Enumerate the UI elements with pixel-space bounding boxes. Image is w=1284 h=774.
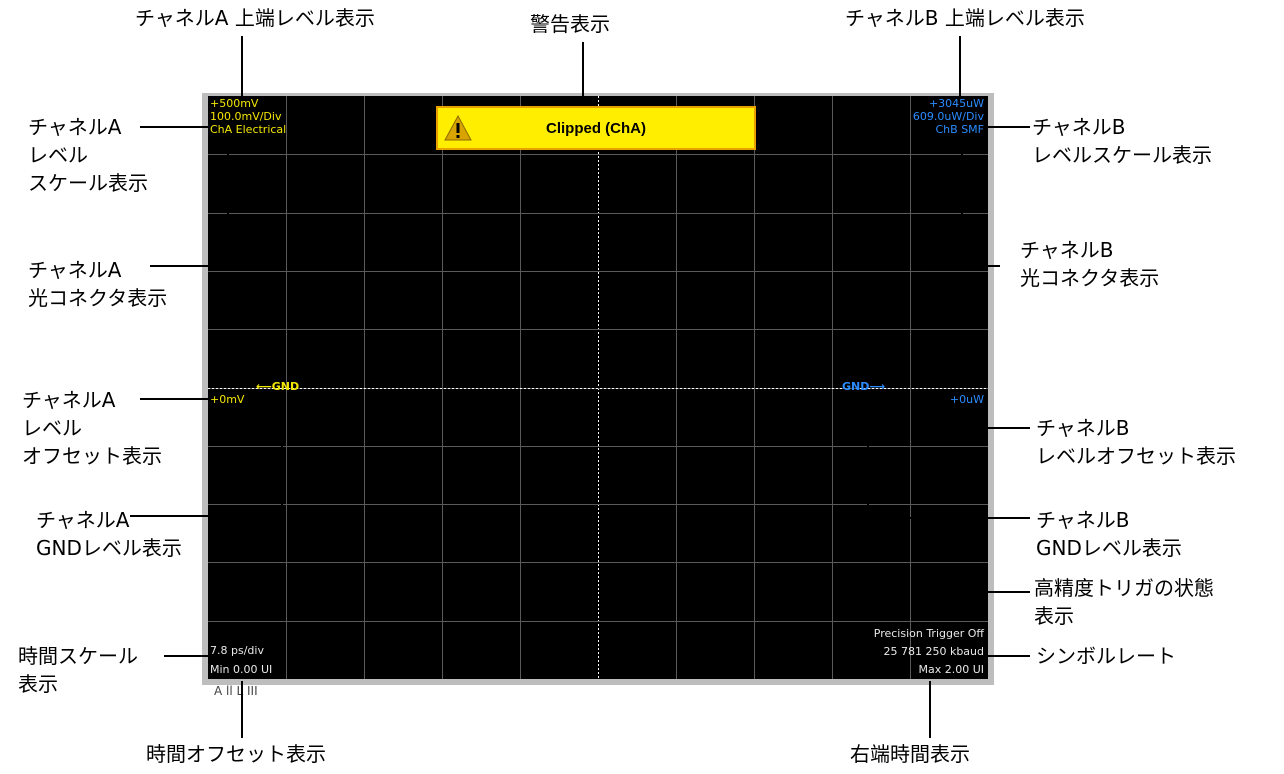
ch-b-scale: 609.0uW/Div: [912, 110, 984, 123]
waveform-screen: +500mV 100.0mV/Div ChA Electrical +0mV ⟵…: [208, 96, 988, 679]
callout-time-offset: 時間オフセット表示: [146, 742, 326, 766]
warning-banner: Clipped (ChA): [436, 106, 756, 150]
ch-b-top-level: +3045uW: [928, 97, 984, 110]
callout-warning: 警告表示: [530, 12, 610, 36]
ch-b-gnd-marker: GND⟶: [842, 380, 885, 393]
arrow-left-icon: ⟵: [256, 380, 272, 393]
callout-time-scale: 時間スケール表示: [18, 644, 138, 696]
right-end-time: Max 2.00 UI: [918, 663, 984, 676]
ch-a-top-level: +500mV: [210, 97, 259, 110]
ch-a-gnd-marker: ⟵GND: [256, 380, 299, 393]
callout-ch-b-top-level: チャネルB 上端レベル表示: [845, 6, 1085, 30]
callout-precision-trigger: 高精度トリガの状態表示: [1034, 576, 1214, 628]
time-offset: Min 0.00 UI: [210, 663, 273, 676]
ch-b-connector: ChB SMF: [935, 123, 985, 136]
warning-text: Clipped (ChA): [546, 120, 646, 137]
ch-a-gnd-label: GND: [271, 380, 300, 393]
ch-a-offset: +0mV: [210, 393, 245, 406]
callout-right-end-time: 右端時間表示: [850, 742, 970, 766]
callout-symbol-rate: シンボルレート: [1036, 644, 1176, 668]
ch-a-connector: ChA Electrical: [210, 123, 287, 136]
symbol-rate: 25 781 250 kbaud: [883, 645, 984, 658]
graticule-grid: [208, 96, 988, 679]
ch-b-gnd-label: GND: [842, 380, 870, 393]
warning-icon: [444, 114, 472, 141]
arrow-right-icon: ⟶: [869, 380, 886, 393]
ch-a-scale: 100.0mV/Div: [210, 110, 282, 123]
ch-b-offset: +0uW: [949, 393, 984, 406]
callout-ch-a-top-level: チャネルA 上端レベル表示: [135, 6, 375, 30]
screen-under-label: A ll L III: [214, 684, 258, 698]
precision-trigger-status: Precision Trigger Off: [873, 627, 984, 640]
time-scale: 7.8 ps/div: [210, 644, 264, 657]
